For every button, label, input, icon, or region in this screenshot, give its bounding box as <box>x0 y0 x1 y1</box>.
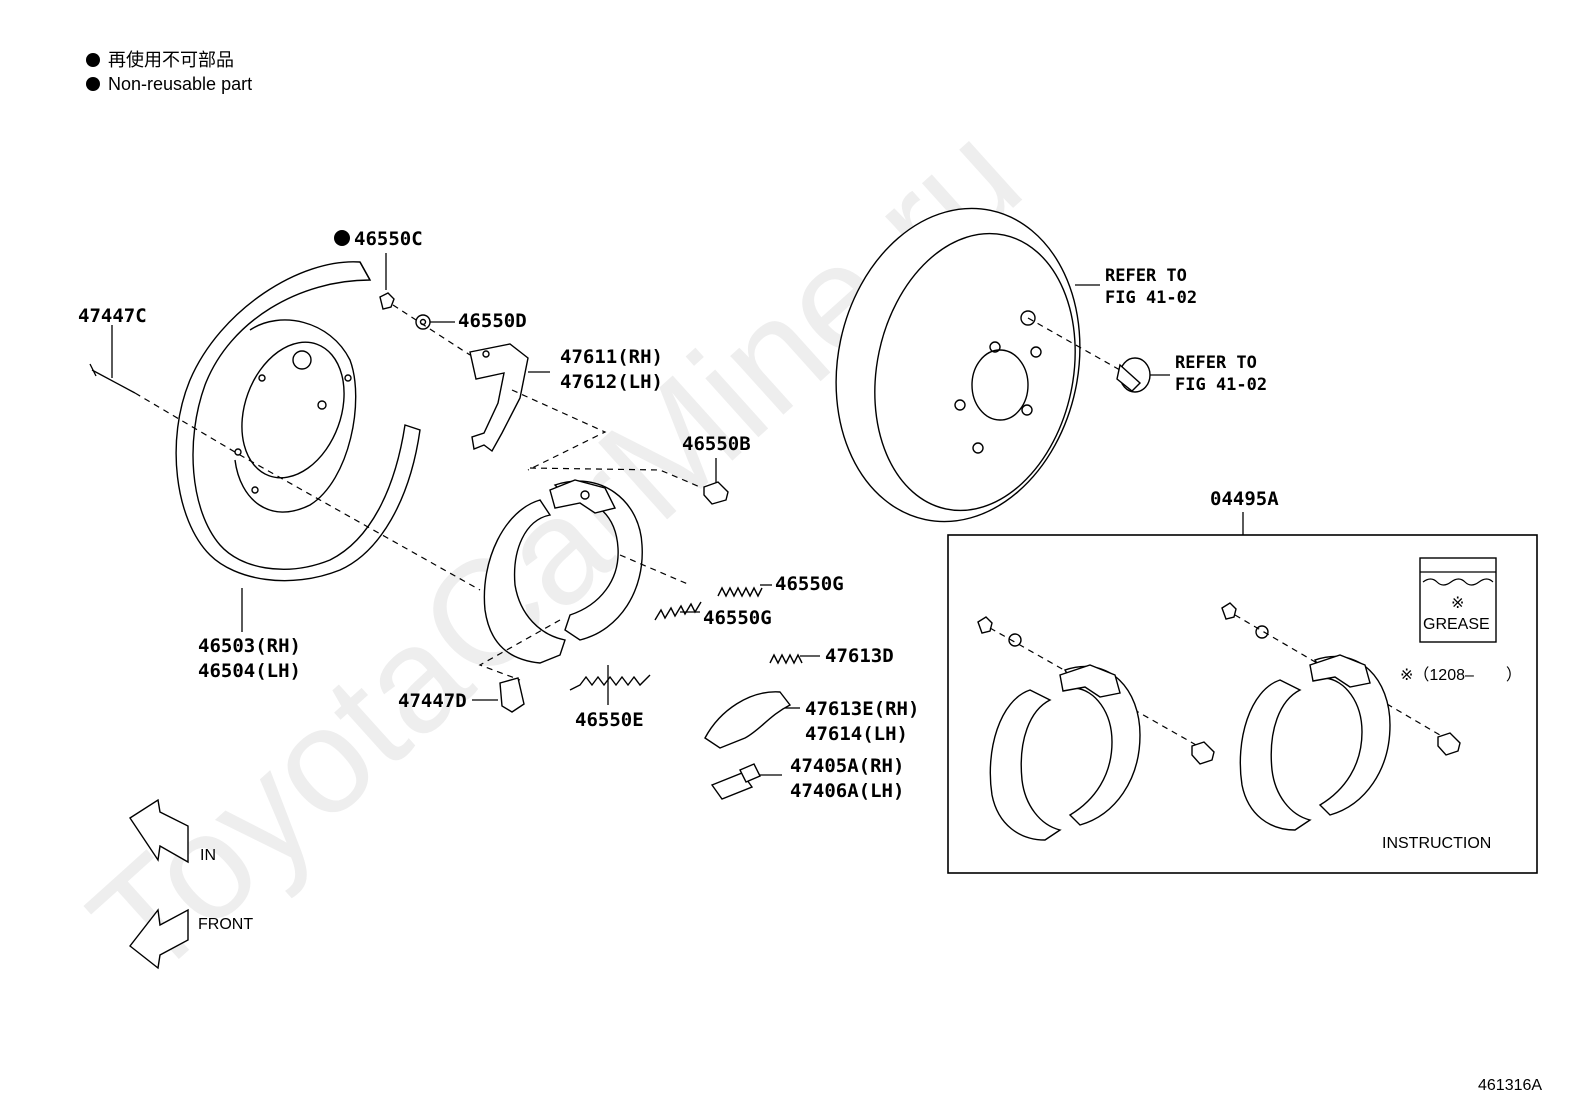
label-46550C: 46550C <box>354 228 423 250</box>
kit-box <box>947 534 1538 874</box>
label-04495A: 04495A <box>1210 488 1279 510</box>
label-47405A: 47405A(RH) <box>790 755 904 777</box>
instruction-label: INSTRUCTION <box>1382 835 1491 852</box>
adjuster-47405A <box>710 763 782 800</box>
washer-46550D <box>415 314 455 330</box>
label-in: IN <box>200 847 216 864</box>
plug <box>1116 357 1170 393</box>
brake-shoes <box>483 479 643 664</box>
non-reusable-bullet-icon <box>86 53 100 67</box>
label-47612: 47612(LH) <box>560 371 663 393</box>
strut-47613E <box>704 691 800 749</box>
kit-shoes-right <box>1221 602 1461 831</box>
label-47447C: 47447C <box>78 305 147 327</box>
grease-label: GREASE <box>1423 616 1490 633</box>
label-46550G-b: 46550G <box>703 607 772 629</box>
label-front: FRONT <box>198 916 253 933</box>
label-46550G-a: 46550G <box>775 573 844 595</box>
spring-46550G-a <box>717 584 772 598</box>
label-46550D: 46550D <box>458 310 527 332</box>
in-arrow-icon <box>129 798 189 864</box>
label-47447D: 47447D <box>398 690 467 712</box>
label-47613D: 47613D <box>825 645 894 667</box>
backing-plate <box>175 261 421 582</box>
legend-en: Non-reusable part <box>108 74 252 94</box>
label-47613E: 47613E(RH) <box>805 698 919 720</box>
grease-mark: ※ <box>1451 595 1464 612</box>
fig-ref-1: FIG 41-02 <box>1105 288 1197 308</box>
spring-46550G-b <box>654 601 702 621</box>
figure-code: 461316A <box>1478 1077 1542 1094</box>
non-reusable-bullet-icon <box>334 230 350 246</box>
label-46504: 46504(LH) <box>198 660 301 682</box>
legend: 再使用不可部品 Non-reusable part <box>86 50 252 94</box>
refer-to-1: REFER TO <box>1105 266 1187 286</box>
label-46550B: 46550B <box>682 433 751 455</box>
label-46550E: 46550E <box>575 709 644 731</box>
clip-47447D <box>472 677 525 713</box>
brake-disc <box>835 207 1081 523</box>
watermark: ToyotaCarMine.ru <box>59 92 1051 1009</box>
clip-46550C <box>379 253 395 310</box>
fig-ref-2: FIG 41-02 <box>1175 375 1267 395</box>
pin-46550B <box>703 458 729 505</box>
lever-47611 <box>469 343 550 453</box>
spring-47613D <box>769 653 820 665</box>
kit-shoes-left <box>977 616 1215 841</box>
spring-46550E <box>569 665 651 705</box>
pin-47447C <box>89 325 136 394</box>
label-47611: 47611(RH) <box>560 346 663 368</box>
legend-ja: 再使用不可部品 <box>108 50 234 70</box>
non-reusable-bullet-icon <box>86 77 100 91</box>
label-46503: 46503(RH) <box>198 635 301 657</box>
label-47406A: 47406A(LH) <box>790 780 904 802</box>
front-arrow-icon <box>129 908 189 970</box>
grease-pack: ※ GREASE <box>1419 557 1497 643</box>
kit-note: ※（1208– ） <box>1400 666 1522 684</box>
refer-to-2: REFER TO <box>1175 353 1257 373</box>
label-47614: 47614(LH) <box>805 723 908 745</box>
